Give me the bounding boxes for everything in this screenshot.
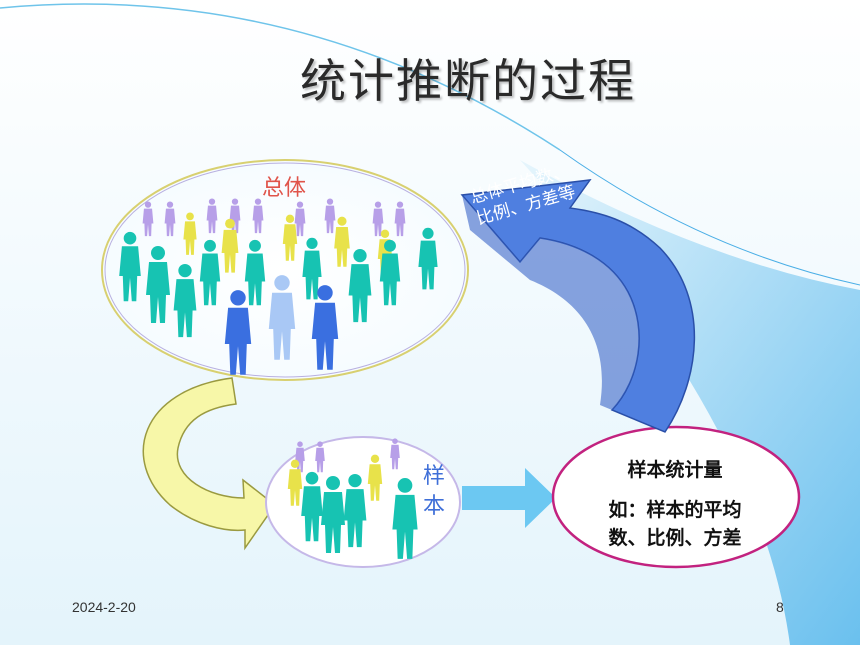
statistic-description: 如：样本的平均 数、比例、方差	[575, 496, 775, 552]
statistic-title: 样本统计量	[627, 459, 723, 481]
slide-title: 统计推断的过程	[300, 54, 636, 108]
sample-label-line2: 本	[422, 494, 445, 519]
estimate-arrow	[462, 468, 556, 528]
sampling-arrow	[142, 377, 277, 551]
population-label: 总体	[262, 176, 307, 201]
sample-label-line1: 样	[422, 464, 445, 489]
footer-date: 2024-2-20	[72, 599, 136, 615]
sample-label: 样 本	[421, 462, 447, 522]
page-number: 8	[776, 599, 784, 615]
statistic-desc-line1: 如：样本的平均	[608, 499, 742, 521]
statistic-desc-line2: 数、比例、方差	[608, 527, 742, 549]
statistic-ellipse	[551, 425, 801, 569]
